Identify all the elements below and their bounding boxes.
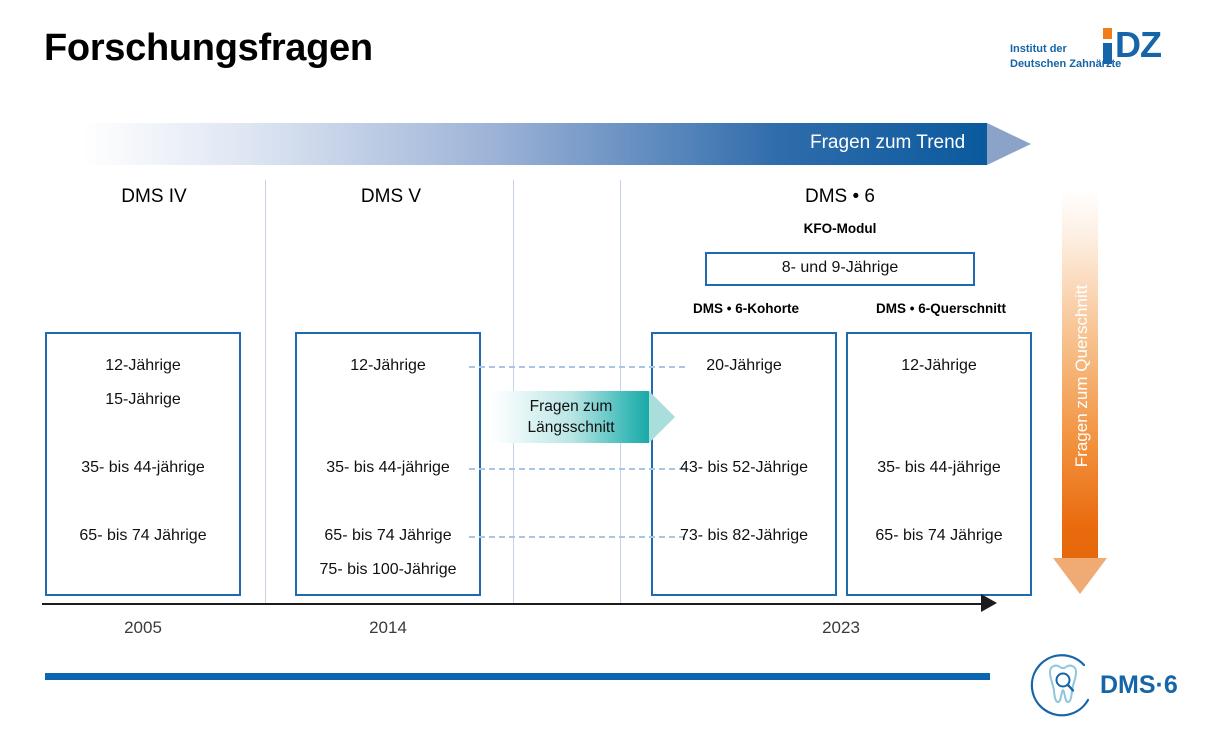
age-label-dms5-3: 75- bis 100-Jährige bbox=[319, 561, 457, 578]
column-divider-1 bbox=[265, 180, 266, 605]
year-label-2005: 2005 bbox=[124, 618, 162, 637]
age-label-dms6-querschnitt-1: 35- bis 44-jährige bbox=[877, 459, 1001, 476]
column-heading-dms4: DMS IV bbox=[121, 186, 187, 207]
cohort-box-dms4 bbox=[45, 332, 241, 596]
trend-banner-label: Fragen zum Trend bbox=[810, 132, 966, 153]
idz-dz-letters: DZ bbox=[1115, 24, 1162, 65]
dms6-logo-wordmark: DMS·6 bbox=[1100, 671, 1178, 699]
column-heading-dms6: DMS • 6 bbox=[805, 186, 875, 207]
laengsschnitt-label-line1: Fragen zum bbox=[529, 398, 613, 415]
age-label-dms6-kohorte-1: 43- bis 52-Jährige bbox=[679, 459, 809, 476]
age-label-dms4-0: 12-Jährige bbox=[105, 357, 181, 374]
connector-dash-35-44 bbox=[469, 468, 685, 470]
age-label-dms4-2: 35- bis 44-jährige bbox=[81, 459, 205, 476]
age-label-dms5-1: 35- bis 44-jährige bbox=[326, 459, 450, 476]
querschnitt-arrow-label: Fragen zum Querschnitt bbox=[1072, 284, 1091, 468]
age-label-dms6-kohorte-0: 20-Jährige bbox=[706, 357, 782, 374]
idz-i-dot-icon bbox=[1103, 28, 1112, 39]
dms6-logo: DMS·6 bbox=[1022, 645, 1182, 725]
idz-logo-wordmark: Institut der Deutschen Zahnärzte bbox=[1010, 42, 1121, 72]
page-title: Forschungsfragen bbox=[44, 27, 373, 69]
querschnitt-arrow bbox=[1062, 190, 1098, 558]
subheading-dms6-querschnitt: DMS • 6-Querschnitt bbox=[876, 301, 1006, 316]
kfo-module-age-label: 8- und 9-Jährige bbox=[781, 259, 899, 276]
idz-monogram: DZ bbox=[1103, 24, 1169, 65]
laengsschnitt-arrow-label: Fragen zum Längsschnitt bbox=[497, 396, 645, 438]
year-label-2014: 2014 bbox=[369, 618, 407, 637]
laengsschnitt-arrow-tip-icon bbox=[649, 391, 675, 443]
kfo-module-heading: KFO-Modul bbox=[803, 221, 877, 236]
cohort-box-dms6-kohorte bbox=[651, 332, 837, 596]
age-label-dms5-0: 12-Jährige bbox=[350, 357, 426, 374]
laengsschnitt-arrow bbox=[489, 391, 649, 443]
idz-logo-line1: Institut der bbox=[1010, 43, 1067, 55]
bottom-accent-bar bbox=[45, 673, 990, 680]
age-label-dms4-1: 15-Jährige bbox=[105, 391, 181, 408]
idz-logo-line2: Deutschen Zahnärzte bbox=[1010, 58, 1122, 70]
age-label-dms6-kohorte-2: 73- bis 82-Jährige bbox=[679, 527, 809, 544]
cohort-box-dms5 bbox=[295, 332, 481, 596]
trend-banner-arrow-icon bbox=[987, 123, 1031, 165]
age-label-dms6-querschnitt-0: 12-Jährige bbox=[901, 357, 977, 374]
trend-banner bbox=[45, 123, 987, 165]
idz-logo: Institut der Deutschen Zahnärzte DZ bbox=[1010, 24, 1170, 78]
age-label-dms6-querschnitt-2: 65- bis 74 Jährige bbox=[875, 527, 1003, 544]
age-label-dms4-3: 65- bis 74 Jährige bbox=[79, 527, 207, 544]
year-label-2023: 2023 bbox=[822, 618, 860, 637]
cohort-box-dms6-querschnitt bbox=[846, 332, 1032, 596]
kfo-module-box bbox=[705, 252, 975, 286]
timeline-axis-arrow-icon bbox=[981, 594, 997, 612]
connector-dash-12-jaehrige bbox=[469, 366, 685, 368]
timeline-axis bbox=[42, 603, 992, 605]
age-label-dms5-2: 65- bis 74 Jährige bbox=[324, 527, 452, 544]
dms6-tooth-magnifier-icon bbox=[1030, 654, 1090, 717]
querschnitt-arrow-tip-icon bbox=[1053, 558, 1107, 594]
column-heading-dms5: DMS V bbox=[360, 186, 422, 207]
subheading-dms6-kohorte: DMS • 6-Kohorte bbox=[693, 301, 799, 316]
idz-i-stem-icon bbox=[1103, 43, 1112, 64]
laengsschnitt-label-line2: Längsschnitt bbox=[527, 419, 615, 436]
connector-dash-65-74 bbox=[469, 536, 685, 538]
